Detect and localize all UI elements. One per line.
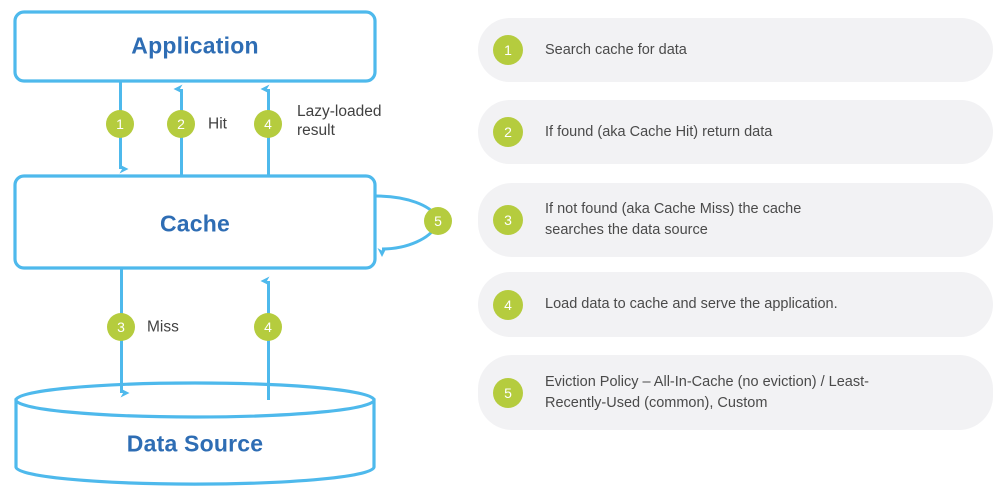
legend-badge-2: 2 — [493, 117, 523, 147]
legend-text-3: If not found (aka Cache Miss) the cache … — [545, 201, 802, 238]
step-badge-3-cache-miss: 3 — [107, 313, 135, 341]
step-badge-5-eviction-loop: 5 — [424, 207, 452, 235]
cache-node-shape — [13, 174, 377, 270]
legend-item-3[interactable]: 3 If not found (aka Cache Miss) the cach… — [478, 183, 993, 257]
application-node-shape — [13, 10, 377, 83]
legend-badge-1: 1 — [493, 35, 523, 65]
legend-badge-4: 4 — [493, 289, 523, 320]
step-badge-1-app-to-cache: 1 — [106, 110, 134, 138]
legend-pane: 1 Search cache for data 2 If found (aka … — [478, 0, 993, 492]
legend-text-5: Eviction Policy – All-In-Cache (no evict… — [545, 373, 869, 411]
legend-text-4: Load data to cache and serve the applica… — [545, 296, 838, 312]
legend-item-2[interactable]: 2 If found (aka Cache Hit) return data — [478, 100, 993, 164]
application-node-label: Application — [131, 32, 259, 59]
legend-badge-3: 3 — [493, 205, 523, 235]
edge-label-miss: Miss — [147, 318, 179, 336]
legend-badge-5: 5 — [493, 377, 523, 408]
step-badge-4-source-to-cache: 4 — [254, 313, 282, 341]
edge-label-hit: Hit — [208, 115, 227, 133]
data-source-node-shape — [14, 381, 376, 486]
flow-diagram-pane: Application Cache Data Source 1 2 4 3 4 … — [0, 0, 470, 492]
legend-item-1[interactable]: 1 Search cache for data — [478, 18, 993, 82]
legend-text-1: Search cache for data — [545, 41, 687, 58]
flow-diagram-svg — [13, 10, 438, 486]
legend-item-5[interactable]: 5 Eviction Policy – All-In-Cache (no evi… — [478, 355, 993, 430]
edge-label-lazy-loaded-result: Lazy-loaded result — [297, 103, 382, 139]
step-badge-4-lazy-loaded: 4 — [254, 110, 282, 138]
step-badge-2-cache-hit: 2 — [167, 110, 195, 138]
cache-node-label: Cache — [159, 210, 231, 237]
legend-text-2: If found (aka Cache Hit) return data — [545, 123, 773, 140]
data-source-node-label: Data Source — [126, 430, 264, 457]
legend-item-4[interactable]: 4 Load data to cache and serve the appli… — [478, 272, 993, 337]
